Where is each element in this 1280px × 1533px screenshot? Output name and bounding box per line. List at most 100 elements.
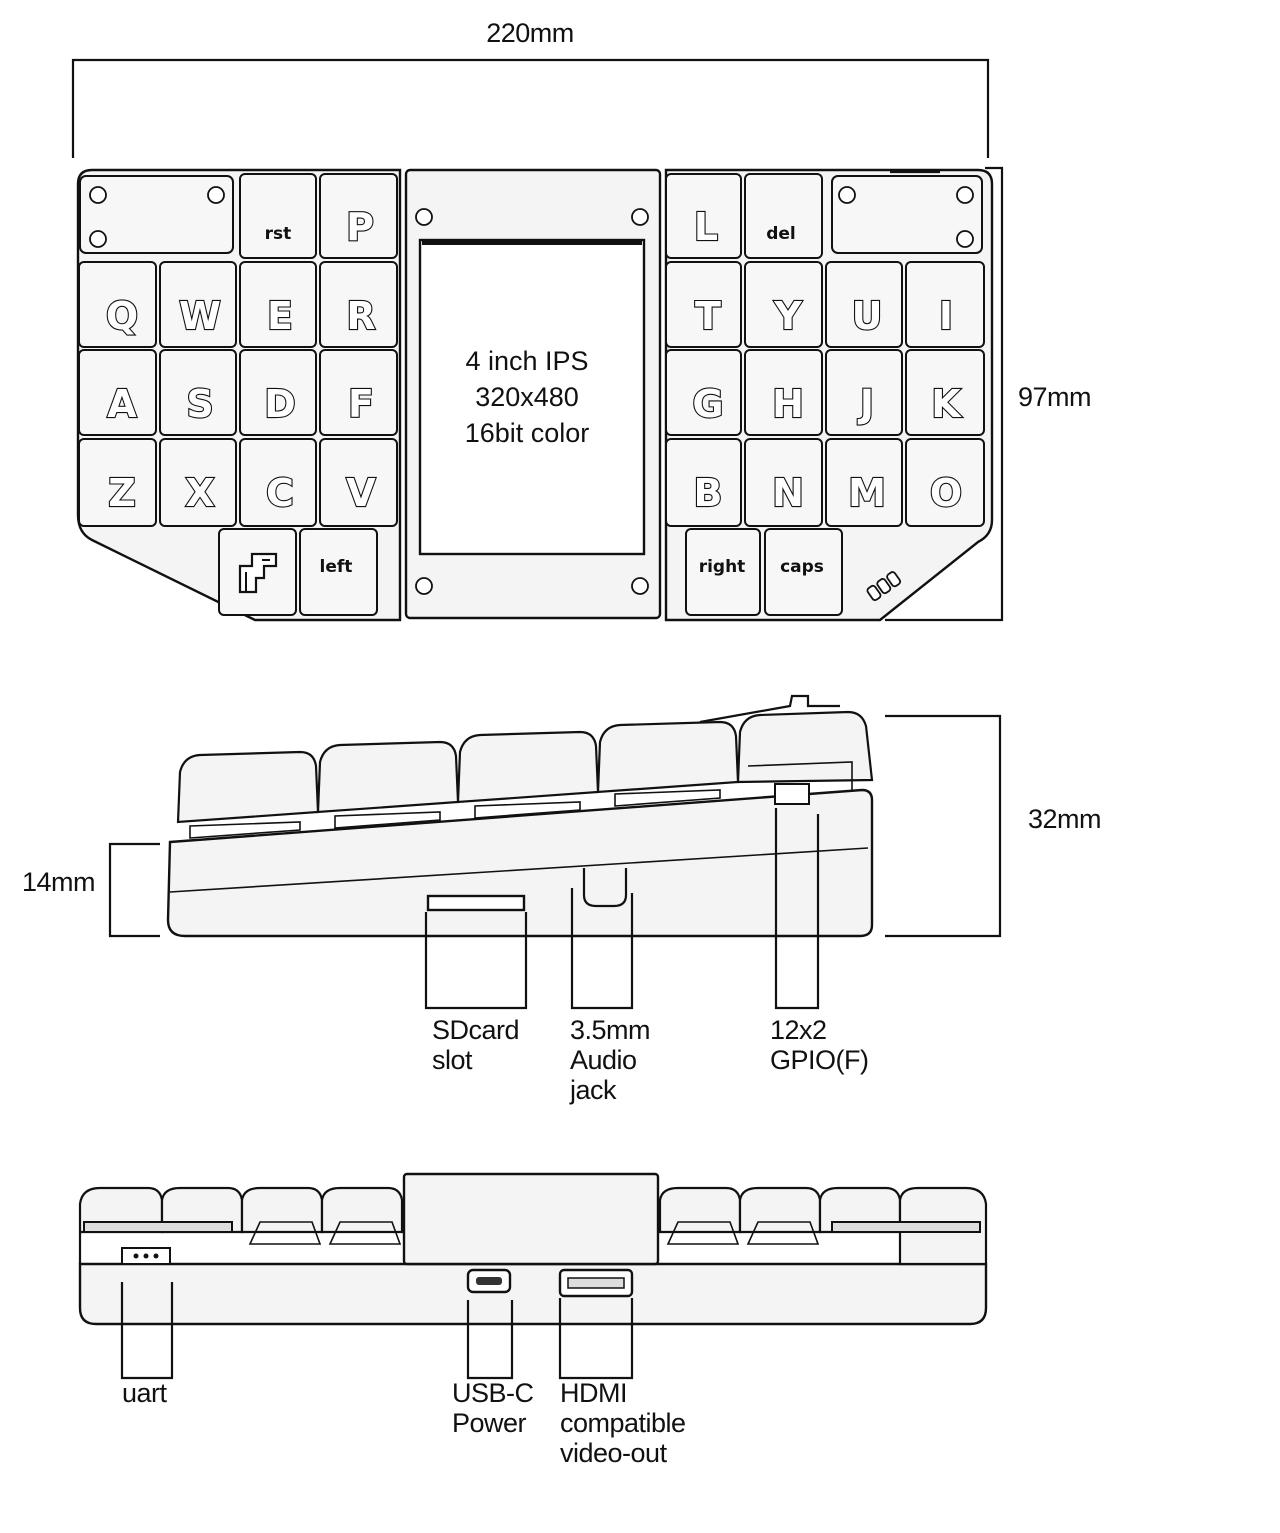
key-label: L xyxy=(694,205,718,249)
audio-callout-bracket xyxy=(570,888,634,1010)
key-label: W xyxy=(179,294,221,338)
key-label: B xyxy=(694,471,723,515)
side-keycap xyxy=(456,730,600,804)
key-i xyxy=(905,261,985,348)
key-e xyxy=(239,261,317,348)
height-max-label: 32mm xyxy=(1028,804,1101,834)
uart-callout-bracket xyxy=(120,1282,174,1380)
front-keycap xyxy=(658,1186,742,1234)
key-z xyxy=(78,438,157,527)
key-label: F xyxy=(348,382,374,426)
screen-hole xyxy=(415,208,433,226)
key-label: P xyxy=(346,205,374,249)
key-right xyxy=(685,528,761,616)
gpio-header xyxy=(774,783,810,805)
front-right-plate xyxy=(831,1221,981,1233)
hdmi-callout-bracket xyxy=(558,1298,634,1380)
mount-hole xyxy=(838,186,856,204)
hdmi-label-line2: compatible xyxy=(560,1408,686,1438)
front-view: uart USB-C Power HDMI compatible video-o… xyxy=(78,1172,988,1468)
top-view: 220mm 97mm 4 inch IPS 320x480 16bit colo… xyxy=(71,18,1092,622)
key-q xyxy=(78,261,157,348)
key-x xyxy=(159,438,237,527)
right-mount-plate xyxy=(831,175,983,254)
key-label: E xyxy=(267,294,293,338)
front-keycap xyxy=(320,1186,404,1234)
key-l xyxy=(665,173,742,259)
key-w xyxy=(159,261,237,348)
uart-pin xyxy=(133,1253,139,1259)
side-top-bump xyxy=(699,694,840,724)
key-label: right xyxy=(699,557,746,577)
key-label: S xyxy=(186,382,213,426)
key-y xyxy=(744,261,823,348)
key-label: caps xyxy=(780,557,824,577)
key-label: Y xyxy=(773,294,802,338)
mount-hole xyxy=(207,186,225,204)
key-m xyxy=(825,438,903,527)
key-label: D xyxy=(264,382,296,426)
gpio-bracket xyxy=(747,761,853,790)
key-u xyxy=(825,261,903,348)
usb-callout-bracket xyxy=(466,1300,514,1380)
key-v xyxy=(319,438,398,527)
logo-icon xyxy=(866,571,902,601)
screen-hole xyxy=(631,577,649,595)
left-mount-plate xyxy=(79,175,234,254)
audio-label-line1: 3.5mm xyxy=(570,1015,650,1045)
height-min-label: 14mm xyxy=(22,867,95,897)
screen-spec-line1: 4 inch IPS xyxy=(465,346,588,376)
key-b xyxy=(665,438,742,527)
side-keycap xyxy=(316,740,460,814)
side-body-seam xyxy=(169,847,869,893)
front-keycap xyxy=(738,1186,822,1234)
lcd-screen xyxy=(418,238,646,556)
side-keycap xyxy=(176,750,320,824)
uart-label: uart xyxy=(122,1378,168,1408)
switch-housings xyxy=(248,1221,820,1245)
key-label: C xyxy=(266,471,294,515)
key-j xyxy=(825,349,903,436)
key-f xyxy=(319,349,398,436)
gpio-callout-bracket xyxy=(774,808,820,1010)
key-label: K xyxy=(931,382,962,426)
key-o xyxy=(905,438,985,527)
audio-label-line3: jack xyxy=(569,1075,617,1105)
key-n xyxy=(744,438,823,527)
mount-hole xyxy=(89,186,107,204)
key-c xyxy=(239,438,317,527)
front-left-plate xyxy=(83,1221,233,1233)
key-label: rst xyxy=(265,224,292,244)
depth-dimension-bracket xyxy=(885,166,1004,622)
key-h xyxy=(744,349,823,436)
key-left xyxy=(299,528,378,616)
sdcard-label-line2: slot xyxy=(432,1045,473,1075)
key-r xyxy=(319,261,398,348)
gpio-label-line1: 12x2 xyxy=(770,1015,827,1045)
key-label: V xyxy=(346,471,376,515)
key-del xyxy=(744,173,823,259)
key-k xyxy=(905,349,985,436)
audio-jack xyxy=(582,868,628,908)
side-keycap xyxy=(596,720,740,794)
usb-label-line1: USB-C xyxy=(452,1378,534,1408)
sdcard-label-line1: SDcard xyxy=(432,1015,519,1045)
width-dimension-label: 220mm xyxy=(486,18,574,48)
key-t xyxy=(665,261,742,348)
key-label: left xyxy=(320,557,353,577)
fn-glyph-icon xyxy=(238,552,278,594)
mount-hole xyxy=(956,230,974,248)
key-d xyxy=(239,349,317,436)
key-label: O xyxy=(930,471,962,515)
key-g xyxy=(665,349,742,436)
key-label: G xyxy=(692,382,723,426)
screen-hole xyxy=(415,577,433,595)
uart-pin xyxy=(153,1253,159,1259)
key-label: X xyxy=(185,471,214,515)
key-label: del xyxy=(766,224,796,244)
key-s xyxy=(159,349,237,436)
screen-spec-line2: 320x480 xyxy=(475,382,579,412)
hdmi-label-line3: video-out xyxy=(560,1438,668,1468)
front-body xyxy=(78,1262,988,1326)
key-rst xyxy=(239,173,317,259)
